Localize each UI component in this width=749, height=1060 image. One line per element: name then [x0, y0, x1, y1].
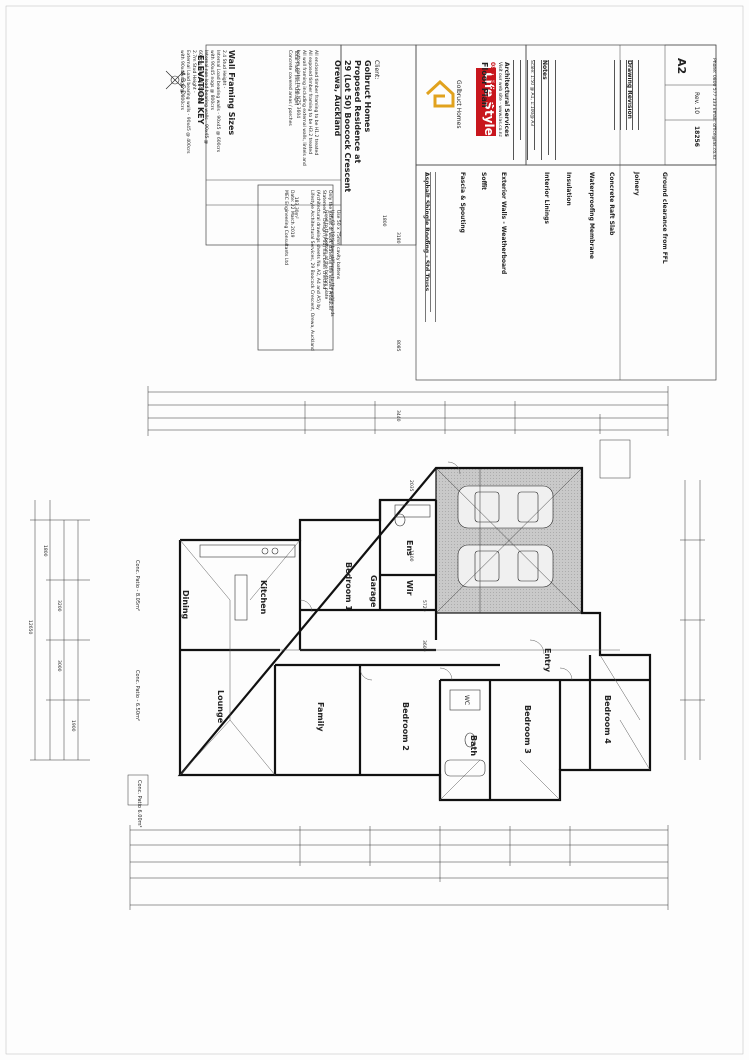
client-location: Orewa, Auckland [333, 60, 343, 137]
wall-framing-title: Wall Framing Sizes [227, 50, 236, 136]
slab-title: Concrete Raft Slab [608, 172, 615, 236]
revision-lines [612, 60, 642, 130]
patio-label-3: Conc. Patio 6.00m² [136, 780, 142, 828]
room-dining: Dining [181, 590, 190, 620]
wall-framing-line: Internal non load bearing walls - 90x45 … [203, 50, 208, 145]
patio-label-1: Conc. Patio - 8.05m² [134, 560, 140, 611]
dim-top-1: 3180 [395, 232, 400, 244]
council-line: (Architectural drawings sheets No. A2, A… [315, 190, 320, 310]
soffit-title: Soffit [480, 172, 487, 191]
door-swings [299, 461, 573, 681]
dim-top-6: 5720 [421, 600, 426, 612]
room-wir: Wir [405, 580, 414, 596]
job-number: 18256 [693, 126, 700, 147]
client-lot: 29 (Lot 50) Boocock Crescent [343, 60, 353, 193]
cladding-title: Exterior Walls - Weatherboard [500, 172, 507, 275]
builder-logo-text: Golbruct Homes [455, 80, 462, 129]
room-garage: Garage [369, 575, 378, 608]
dimension-lines-top [147, 386, 669, 436]
room-family: Family [316, 702, 325, 732]
wall-framing-line: Internal Load bearing walls - 90x45 @ 60… [215, 50, 220, 153]
lifestyle-logo: Life Style [476, 68, 496, 136]
dim-top-0: 1800 [381, 215, 386, 227]
building-walls [177, 466, 652, 802]
notes-panel [415, 164, 717, 381]
brand-subtitle: Architectural Services [503, 62, 510, 137]
bathroom-fixtures [394, 504, 486, 777]
dim-top-2: 8085 [395, 340, 400, 352]
wall-framing-line: External Load bearing walls - 90x45 @ 40… [185, 50, 190, 154]
elevation-key [165, 70, 185, 90]
council-stamp-panel [257, 184, 334, 351]
dim-left-4: 1900 [70, 720, 75, 732]
room-wc: WC [463, 695, 470, 706]
council-line: Only the extent of work stated in the is… [327, 190, 332, 311]
dim-top-7: 3600 [421, 640, 426, 652]
dim-left-1: 1800 [42, 545, 47, 557]
insulation-title: Insulation [565, 172, 572, 206]
garage-cars [457, 485, 554, 588]
kitchen-bench [199, 544, 296, 621]
house-logo-icon [425, 80, 455, 108]
room-bath: Bath [469, 735, 478, 757]
room-kitchen: Kitchen [259, 580, 268, 615]
room-bedroom4: Bedroom 4 [603, 695, 612, 744]
dim-top-5: 1100 [408, 550, 413, 562]
joinery-title: Joinery [633, 172, 640, 196]
interior-title: Interior Linings [543, 172, 550, 224]
room-bedroom1: Bedroom 1 [344, 562, 353, 611]
fascia-title: Fascia & Spouting [459, 172, 466, 233]
client-label: Client: [373, 60, 380, 80]
notes-body-lines [425, 172, 440, 322]
dim-top-4: 2035 [408, 480, 413, 492]
dimension-lines-left [30, 500, 90, 761]
framing-note: All enclosed timber framing to be H1.2 t… [313, 50, 318, 156]
waterproofing-title: Waterproofing Membrane [588, 172, 595, 259]
council-line: Statement - Design (PS1) has been checke… [321, 190, 326, 290]
drawing-title: Floor Plan [480, 62, 489, 108]
wall-framing-block: Wall Framing Sizes 2.4 Stud Height - Int… [178, 50, 236, 153]
room-bedroom3: Bedroom 3 [523, 705, 532, 754]
room-lounge: Lounge [216, 690, 225, 724]
room-bedroom2: Bedroom 2 [401, 702, 410, 751]
revision-number: Rev. 10 [693, 92, 700, 115]
ground-clearance-title: Ground clearance from FFL [661, 172, 668, 264]
logo-text: Architectural Services Visit our web sit… [479, 62, 510, 137]
framing-note: All wall framing including external wall… [301, 50, 306, 166]
client-name: Golbruct Homes [363, 60, 373, 133]
council-stamp: Only the extent of work stated in the is… [282, 190, 332, 351]
dim-left-0: 12650 [27, 620, 32, 635]
framing-note: Use 50 x 75mm cavity battens [335, 210, 340, 280]
sheet-label: A2 [675, 58, 688, 75]
dim-top-3: 3440 [395, 410, 400, 422]
client-block: Client: Golbruct Homes Proposed Residenc… [333, 60, 381, 192]
client-project: Proposed Residence at [353, 60, 363, 164]
notes-lines [511, 60, 560, 160]
council-line: MEC Engineering Consultants Ltd [283, 190, 288, 265]
dimension-lines-bottom [129, 825, 669, 910]
council-line: Date: 22 March 2019 [289, 190, 294, 238]
dim-left-3: 3000 [56, 660, 61, 672]
brand-phone: 0800 57 71 33 [489, 62, 497, 111]
council-line: Lifestyle Architectural Services, 29 Boo… [309, 190, 314, 351]
framing-note: All exposed timber framing to be H3.2 tr… [307, 50, 312, 155]
dim-left-2: 3200 [56, 600, 61, 612]
brand-web: Visit our web site - www.las.co.nz [497, 62, 503, 137]
framing-notes: All enclosed timber framing to be H1.2 t… [294, 50, 318, 166]
room-entry: Entry [543, 648, 552, 673]
patio-label-2: Conc. Patio - 6.50m² [134, 670, 140, 721]
contact-line: Phone: 0800 577 133 Email: office@las.co… [711, 58, 716, 160]
